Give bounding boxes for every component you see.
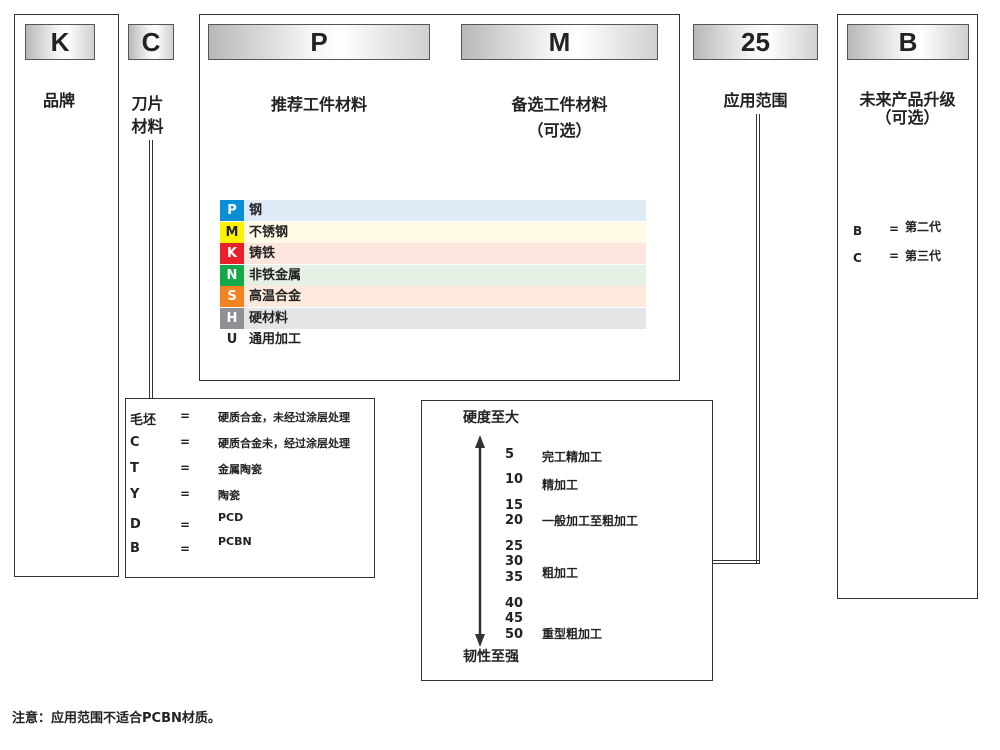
range-number: 40 (505, 596, 524, 611)
equals: = (889, 249, 900, 263)
material-row: N 非铁金属 (220, 264, 646, 286)
hardness-label: 硬度至大 (463, 410, 519, 426)
operation-label: 完工精加工 (542, 450, 603, 464)
material-row: U 通用加工 (220, 329, 646, 350)
upgrade-column (837, 14, 978, 599)
insert-material-label-1: 刀片 (131, 94, 164, 113)
brand-code: K (25, 24, 95, 60)
equals: = (889, 222, 900, 236)
insert-material-connector (149, 140, 153, 399)
material-name: 铸铁 (249, 246, 276, 261)
range-number: 35 (505, 570, 524, 585)
material-code: K (220, 243, 244, 264)
range-number: 20 (505, 513, 524, 528)
material-name: 高温合金 (249, 289, 302, 304)
material-code: N (220, 264, 244, 286)
material-code: S (220, 286, 244, 307)
insert-code-description: 硬质合金，未经过涂层处理 (218, 411, 350, 424)
insert-code: C (130, 435, 140, 450)
upgrade-description: 第二代 (905, 220, 942, 234)
upgrade-code: C (853, 251, 862, 265)
equals: = (180, 487, 191, 501)
insert-code-description: 硬质合金未，经过涂层处理 (218, 437, 350, 450)
application-label: 应用范围 (723, 91, 788, 110)
range-number: 30 (505, 554, 524, 569)
upgrade-label: 未来产品升级 (859, 90, 956, 109)
recommended-material-code: P (208, 24, 430, 60)
range-number: 45 (505, 611, 524, 626)
equals: = (180, 518, 191, 532)
operation-label: 一般加工至粗加工 (542, 514, 639, 528)
range-number: 50 (505, 627, 524, 642)
insert-code-description: 金属陶瓷 (218, 463, 262, 476)
brand-column (14, 14, 119, 577)
equals: = (180, 461, 191, 475)
note: 注意：应用范围不适合PCBN材质。 (12, 711, 221, 726)
application-connector-horizontal (712, 560, 760, 564)
application-code: 25 (693, 24, 818, 60)
material-row: H 硬材料 (220, 307, 646, 329)
application-range-legend (421, 400, 713, 681)
range-number: 25 (505, 539, 524, 554)
material-name: 不锈钢 (249, 224, 289, 240)
material-name: 硬材料 (249, 310, 289, 326)
insert-material-code: C (128, 24, 174, 60)
insert-material-label-2: 材料 (131, 117, 164, 136)
insert-code: 毛坯 (130, 413, 157, 428)
insert-code: D (130, 517, 141, 532)
upgrade-code-row: C = 第三代 (853, 247, 973, 267)
equals: = (180, 409, 191, 423)
operation-label: 精加工 (542, 478, 579, 492)
insert-material-legend (125, 398, 375, 578)
upgrade-code: B (853, 224, 863, 238)
material-row: M 不锈钢 (220, 221, 646, 243)
alternative-material-label: 备选工件材料 (511, 95, 608, 114)
insert-code-description: PCD (218, 511, 244, 524)
application-connector (756, 114, 760, 564)
range-number: 10 (505, 472, 524, 487)
insert-code: B (130, 541, 140, 556)
material-code: P (220, 200, 244, 221)
double-arrow-icon (475, 435, 485, 647)
toughness-label: 韧性至强 (463, 649, 519, 665)
upgrade-optional: （可选） (875, 108, 940, 127)
material-name: 通用加工 (249, 332, 302, 347)
material-row: S 高温合金 (220, 286, 646, 307)
insert-code: T (130, 461, 139, 476)
upgrade-description: 第三代 (905, 249, 942, 263)
alternative-material-optional: （可选） (527, 121, 592, 140)
upgrade-code: B (847, 24, 969, 60)
operation-label: 重型粗加工 (542, 627, 603, 641)
range-number: 5 (505, 447, 515, 462)
material-code: M (220, 221, 244, 243)
material-name: 非铁金属 (249, 267, 302, 283)
equals: = (180, 542, 191, 556)
material-code: U (220, 329, 244, 350)
insert-code: Y (130, 487, 140, 502)
material-row: K 铸铁 (220, 243, 646, 264)
upgrade-code-row: B = 第二代 (853, 220, 973, 240)
range-number: 15 (505, 498, 524, 513)
material-code: H (220, 307, 244, 329)
brand-label: 品牌 (42, 91, 75, 110)
recommended-material-label: 推荐工件材料 (270, 95, 367, 114)
equals: = (180, 435, 191, 449)
material-name: 钢 (249, 203, 263, 218)
operation-label: 粗加工 (542, 566, 579, 580)
alternative-material-code: M (461, 24, 658, 60)
insert-code-description: PCBN (218, 535, 252, 548)
insert-code-description: 陶瓷 (218, 489, 240, 502)
